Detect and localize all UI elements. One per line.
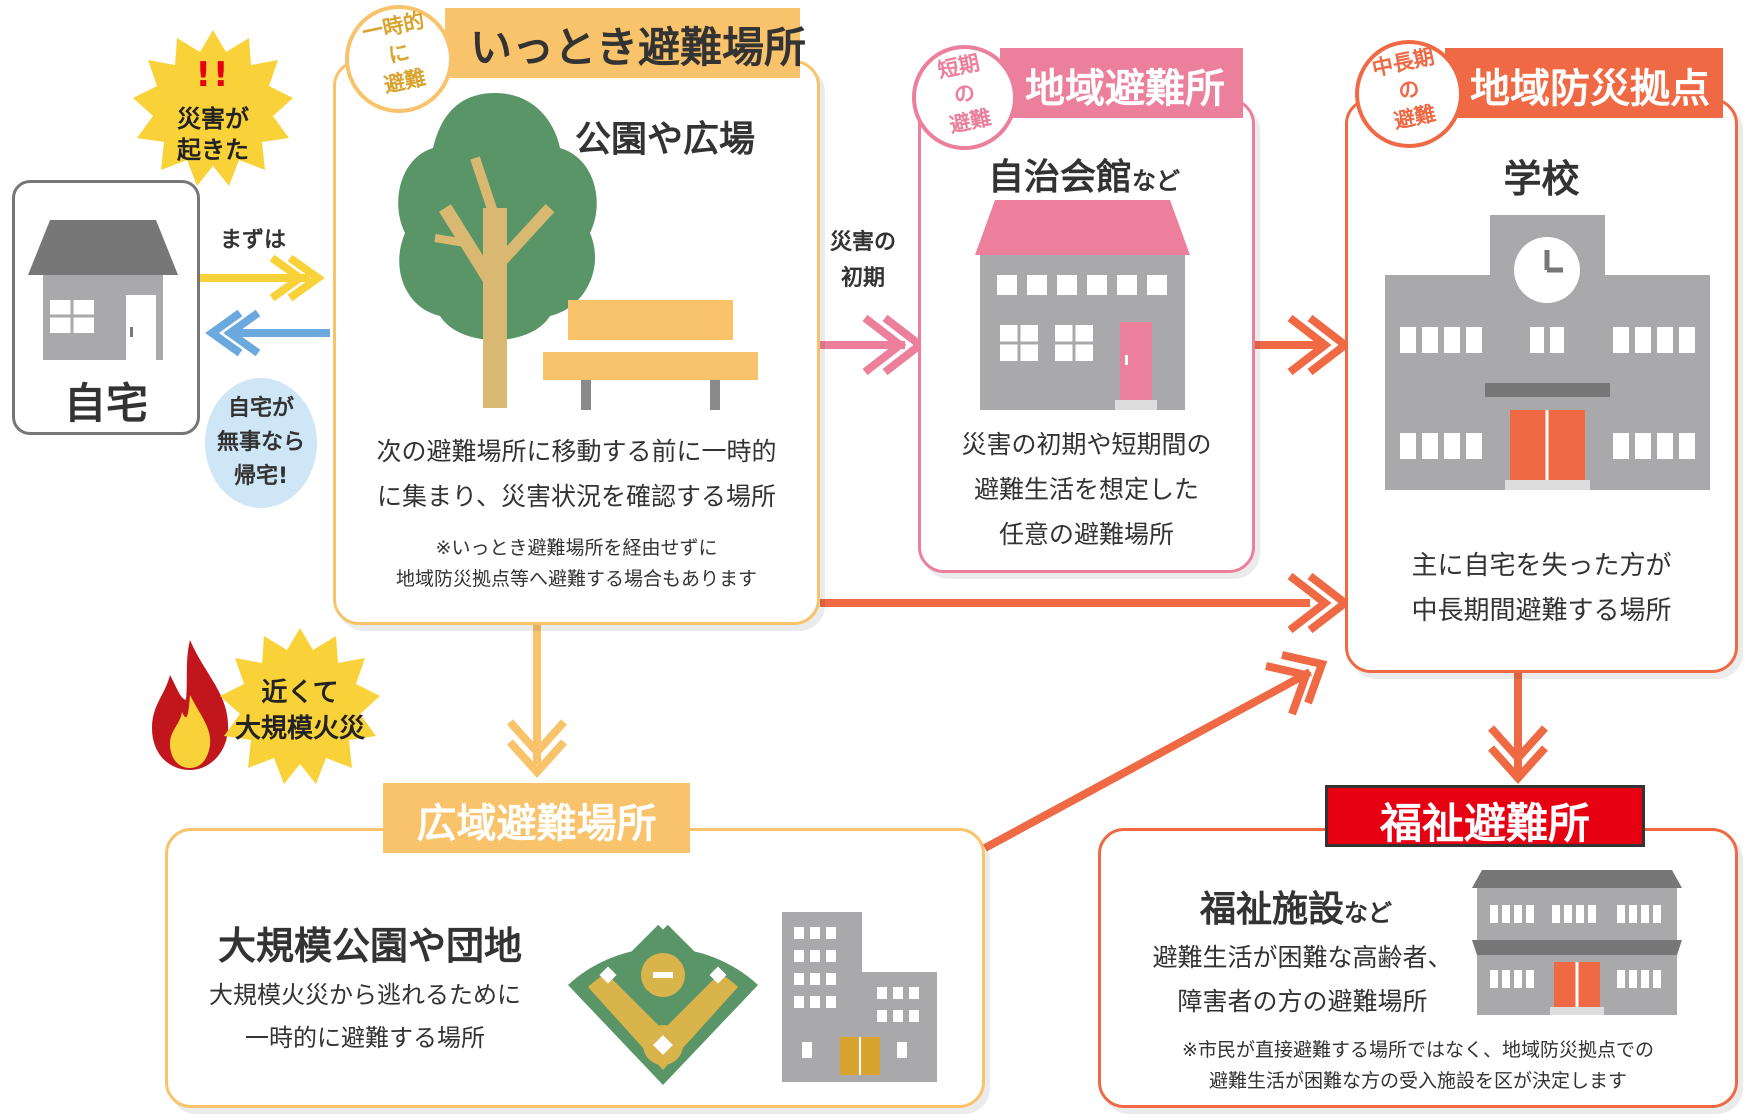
welfare-note-2: 避難生活が困難な方の受入施設を区が決定します xyxy=(1208,1070,1627,1092)
welfare-subtitle: 福祉施設など xyxy=(1200,880,1392,932)
wide-title-bar xyxy=(383,783,690,853)
welfare-title-bar xyxy=(1325,785,1645,847)
regional-desc-2: 避難生活を想定した xyxy=(973,475,1199,504)
apartment-building-icon xyxy=(782,912,937,1082)
baseball-field-icon xyxy=(568,912,758,1085)
fire-icon xyxy=(152,640,229,770)
alert-marks: !! xyxy=(195,55,231,95)
temporary-title-bar xyxy=(445,8,800,78)
base-desc-1: 主に自宅を失った方が xyxy=(1411,551,1672,581)
wide-subtitle: 大規模公園や団地 xyxy=(218,924,523,968)
tree-icon xyxy=(398,93,597,408)
welfare-desc-1: 避難生活が困難な高齢者、 xyxy=(1152,943,1453,972)
fire-burst-icon xyxy=(220,628,380,784)
welfare-desc-2: 障害者の方の避難場所 xyxy=(1177,987,1428,1016)
temporary-note-2: 地域防災拠点等へ避難する場合もあります xyxy=(395,568,757,590)
temporary-badge xyxy=(345,5,453,113)
base-title: 地域防災拠点 xyxy=(1470,66,1710,112)
school-icon xyxy=(1385,215,1710,490)
fire-label: 近くて 大規模火災 xyxy=(234,678,365,744)
welfare-note-1: ※市民が直接避難する場所ではなく、地域防災拠点での xyxy=(1182,1039,1654,1061)
regional-title: 地域避難所 xyxy=(1025,66,1225,112)
regional-badge xyxy=(912,45,1017,150)
base-title-bar xyxy=(1445,48,1723,118)
temporary-subtitle: 公園や広場 xyxy=(575,119,756,160)
alert-text: 災害が 起きた xyxy=(177,105,249,164)
regional-subtitle-main: 自治会館 xyxy=(988,157,1133,198)
wide-title: 広域避難場所 xyxy=(416,801,657,847)
temporary-desc-1: 次の避難場所に移動する前に一時的 xyxy=(376,437,777,466)
regional-desc-1: 災害の初期や短期間の xyxy=(961,430,1212,459)
temporary-box xyxy=(333,60,820,625)
community-hall-icon xyxy=(975,200,1190,410)
bench-icon xyxy=(543,300,758,410)
welfare-subtitle-main: 福祉施設 xyxy=(1200,889,1345,930)
base-desc-2: 中長期間避難する場所 xyxy=(1411,596,1672,626)
return-bubble xyxy=(205,378,317,508)
welfare-title: 福祉避難所 xyxy=(1379,799,1590,848)
regional-box xyxy=(918,98,1255,573)
first-label: まずは xyxy=(220,228,287,253)
early-stage-label: 災害の 初期 xyxy=(829,230,896,291)
base-badge xyxy=(1355,40,1463,148)
return-text: 自宅が 無事なら 帰宅! xyxy=(216,396,305,489)
welfare-facility-icon xyxy=(1472,870,1682,1015)
base-subtitle: 学校 xyxy=(1503,157,1580,201)
temporary-note-1: ※いっとき避難場所を経由せずに xyxy=(435,537,718,559)
wide-desc-2: 一時的に避難する場所 xyxy=(245,1024,485,1052)
regional-desc-3: 任意の避難場所 xyxy=(998,520,1174,549)
regional-title-bar xyxy=(1000,48,1243,118)
temporary-title: いっとき避難場所 xyxy=(470,23,807,72)
wide-desc-1: 大規模火災から逃れるために xyxy=(209,981,521,1009)
regional-subtitle-suffix: など xyxy=(1132,167,1181,195)
home-label: 自宅 xyxy=(63,379,148,428)
temporary-desc-2: に集まり、災害状況を確認する場所 xyxy=(376,482,776,511)
alert-burst-icon xyxy=(133,30,293,186)
welfare-subtitle-suffix: など xyxy=(1344,899,1393,927)
house-icon xyxy=(28,220,178,360)
regional-subtitle: 自治会館など xyxy=(988,148,1180,200)
